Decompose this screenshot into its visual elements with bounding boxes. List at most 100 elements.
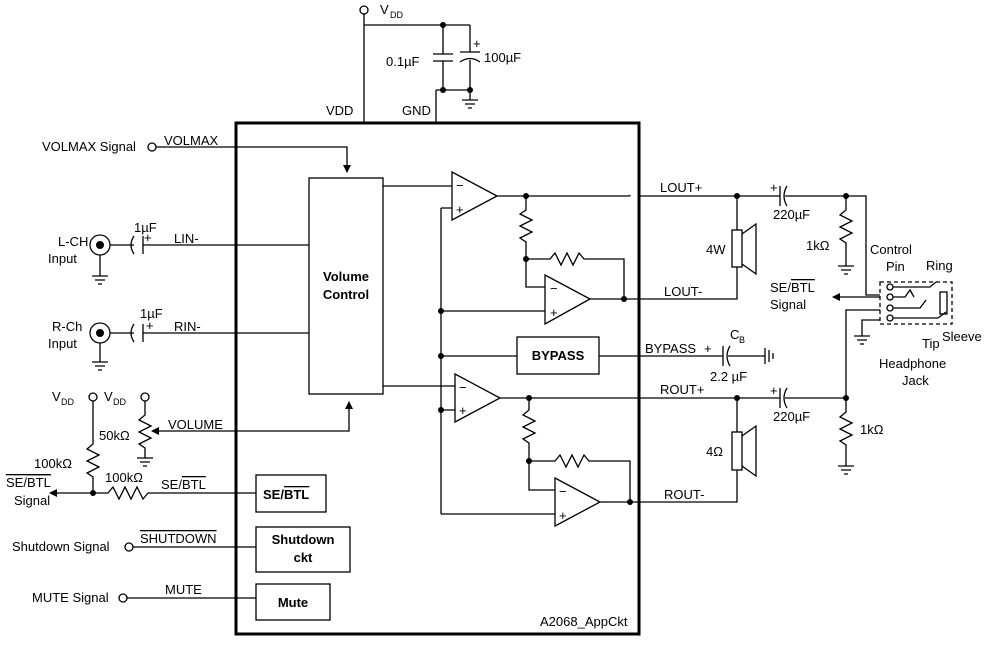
svg-text:Control: Control [323, 287, 369, 302]
svg-text:220µF: 220µF [773, 207, 810, 222]
svg-text:−: − [559, 484, 567, 499]
svg-text:1µF: 1µF [140, 306, 163, 321]
svg-text:+: + [559, 508, 567, 523]
bypass-cap: BYPASS + C B 2.2 µF [640, 327, 774, 384]
svg-text:SE/BTL: SE/BTL [6, 475, 51, 490]
svg-text:−: − [550, 281, 558, 296]
svg-text:Headphone: Headphone [879, 356, 946, 371]
svg-text:Jack: Jack [902, 373, 929, 388]
svg-text:Signal: Signal [770, 297, 806, 312]
headphone-jack: Control Pin Ring Sleeve Tip Headphone Ja… [854, 242, 982, 388]
svg-text:1kΩ: 1kΩ [860, 422, 884, 437]
svg-text:ROUT-: ROUT- [664, 487, 704, 502]
svg-text:+: + [456, 202, 464, 217]
svg-text:Control: Control [870, 242, 912, 257]
svg-text:C: C [730, 327, 739, 342]
svg-text:Input: Input [48, 336, 77, 351]
svg-text:V: V [380, 2, 389, 17]
speaker-right [731, 431, 743, 471]
svg-text:+: + [770, 180, 778, 195]
svg-text:+: + [459, 403, 467, 418]
speaker-left [731, 229, 743, 268]
svg-text:100kΩ: 100kΩ [105, 470, 143, 485]
pin-gnd-label: GND [402, 103, 431, 118]
volume-control-block [308, 177, 384, 395]
pin-vdd-label: VDD [326, 103, 353, 118]
svg-text:MUTE Signal: MUTE Signal [32, 590, 109, 605]
sebtl-block [255, 474, 327, 513]
svg-text:SE/BTL: SE/BTL [770, 280, 815, 295]
svg-text:+: + [146, 318, 154, 333]
svg-text:Shutdown Signal: Shutdown Signal [12, 539, 110, 554]
amp-lout-minus: − + [441, 193, 640, 326]
sebtl-output-signal: SE/BTL Signal [770, 280, 880, 312]
supply-section: V DD 0.1µF + 100µF VDD GND [326, 2, 521, 123]
svg-text:L-CH: L-CH [58, 234, 88, 249]
svg-text:VOLMAX: VOLMAX [164, 133, 219, 148]
right-output: ROUT+ 4Ω ROUT- + 220µF 1kΩ [640, 309, 884, 503]
svg-text:Sleeve: Sleeve [942, 329, 982, 344]
amp-rout-plus: − + [383, 372, 640, 424]
svg-text:1µF: 1µF [134, 220, 157, 235]
svg-text:SE/BTL: SE/BTL [161, 477, 206, 492]
svg-text:DD: DD [113, 397, 126, 407]
rch-input: R-Ch Input + 1µF RIN- [48, 306, 309, 371]
chip-outline [234, 121, 641, 636]
svg-text:V: V [52, 389, 61, 404]
svg-text:Volume: Volume [323, 269, 369, 284]
svg-text:+: + [144, 230, 152, 245]
svg-text:Input: Input [48, 251, 77, 266]
shutdown-block [255, 526, 351, 573]
svg-text:+: + [473, 36, 481, 51]
svg-text:ckt: ckt [294, 550, 313, 565]
svg-text:BYPASS: BYPASS [645, 341, 696, 356]
svg-text:Signal: Signal [14, 493, 50, 508]
pot-50k-label: 50kΩ [99, 428, 130, 443]
svg-text:2.2 µF: 2.2 µF [710, 369, 747, 384]
shutdown-input: Shutdown Signal SHUTDOWN [12, 531, 256, 554]
svg-text:LOUT-: LOUT- [664, 284, 702, 299]
cap-0.1uF-label: 0.1µF [386, 54, 420, 69]
svg-text:−: − [456, 178, 464, 193]
volmax-input: VOLMAX Signal VOLMAX [42, 133, 351, 173]
svg-text:LIN-: LIN- [174, 231, 199, 246]
svg-text:220µF: 220µF [773, 409, 810, 424]
amp-lout-plus: − + [383, 170, 631, 514]
svg-text:VOLMAX Signal: VOLMAX Signal [42, 139, 136, 154]
svg-text:Ring: Ring [926, 258, 953, 273]
svg-text:LOUT+: LOUT+ [660, 180, 702, 195]
svg-text:RIN-: RIN- [174, 319, 201, 334]
svg-text:BYPASS: BYPASS [532, 348, 585, 363]
amp-rout-minus: − + [441, 395, 640, 528]
svg-text:+: + [550, 305, 558, 320]
lch-input: L-CH Input + 1µF LIN- [48, 220, 309, 285]
svg-text:Tip: Tip [922, 336, 940, 351]
svg-text:+: + [770, 383, 778, 398]
svg-text:−: − [459, 380, 467, 395]
cap-100uF-label: 100µF [484, 50, 521, 65]
mute-block [255, 583, 331, 621]
svg-text:VOLUME: VOLUME [168, 417, 223, 432]
svg-text:1kΩ: 1kΩ [806, 238, 830, 253]
svg-text:ROUT+: ROUT+ [660, 382, 704, 397]
svg-text:MUTE: MUTE [165, 582, 202, 597]
svg-text:R-Ch: R-Ch [52, 319, 82, 334]
svg-text:Shutdown: Shutdown [272, 532, 335, 547]
svg-text:SHUTDOWN: SHUTDOWN [140, 531, 217, 546]
volume-network: V DD V DD 50kΩ VOLUME 100kΩ 100kΩ SE/BTL… [6, 389, 353, 508]
left-output: LOUT+ 4W LOUT- + 220µF 1kΩ [640, 180, 880, 300]
svg-text:DD: DD [61, 397, 74, 407]
svg-text:4Ω: 4Ω [706, 444, 723, 459]
mute-input: MUTE Signal MUTE [32, 582, 256, 605]
svg-text:+: + [704, 341, 712, 356]
svg-text:SE/BTL: SE/BTL [263, 487, 309, 502]
svg-text:Pin: Pin [886, 259, 905, 274]
svg-text:Mute: Mute [278, 595, 308, 610]
chip-ref-label: A2068_AppCkt [540, 614, 628, 629]
svg-text:4W: 4W [706, 242, 726, 257]
svg-text:B: B [739, 335, 745, 345]
svg-text:100kΩ: 100kΩ [34, 456, 72, 471]
svg-text:V: V [104, 389, 113, 404]
svg-text:DD: DD [390, 10, 403, 20]
